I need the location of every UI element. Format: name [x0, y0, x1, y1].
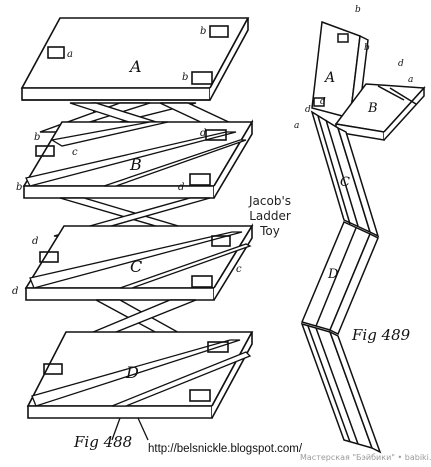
fig489-tag-d-1: d [398, 59, 404, 69]
tapes-below-d [111, 417, 149, 441]
tag-c: c [72, 147, 78, 158]
fig489-tag-b-1: b [355, 5, 361, 15]
board-c: C d c d [12, 223, 254, 301]
board-d-label: D [125, 363, 139, 382]
fig489-tag-a-1: a [408, 75, 413, 85]
fig489-tag-d-2: d [320, 97, 326, 107]
fig489-tag-a-2: a [294, 121, 299, 131]
title-line-3: Toy [259, 224, 280, 238]
tape-slot-d-front [189, 173, 211, 186]
tape-slot-c-front [191, 275, 213, 288]
tape-slot-d-front2 [189, 389, 211, 402]
tapes-c-d [73, 299, 197, 341]
title-block: Jacob's Ladder Toy [248, 194, 291, 238]
title-line-2: Ladder [249, 209, 291, 223]
tag-b-3: b [34, 132, 40, 143]
board-c-label: C [130, 257, 142, 276]
fig488-caption: Fig 488 [73, 433, 132, 451]
tape-slot-b-front [191, 71, 213, 85]
tag-b-4: b [16, 182, 22, 193]
fig488-exploded-view: A a b b B b c b d d [12, 17, 254, 451]
fig489-tag-b-2: b [364, 43, 370, 53]
board-d: D [26, 331, 254, 419]
tape-slot-d-top2 [207, 341, 229, 353]
tag-c-2: c [236, 264, 242, 275]
fig489-board-d: D [300, 220, 379, 336]
title-line-1: Jacob's [248, 194, 291, 208]
fig489-label-a: A [323, 70, 335, 86]
tape-slot-b-top [209, 25, 229, 38]
watermark: Мастерская "Бэйбики" • babiki.ru [300, 453, 431, 462]
tape-slot-d-top [205, 129, 227, 141]
board-a-label: A [128, 57, 142, 76]
fig489-caption: Fig 489 [351, 326, 411, 344]
tape-slot-c-top [211, 235, 231, 247]
tape-slot-c-left [39, 251, 59, 263]
tag-d-2: d [178, 182, 184, 193]
tag-d-3: d [32, 236, 38, 247]
tag-d-1: d [200, 128, 206, 139]
tag-d-4: d [12, 286, 18, 297]
source-url: http://belsnickle.blogspot.com/ [148, 443, 303, 455]
fig489-board-b: B [334, 83, 426, 141]
tag-b-2: b [182, 72, 188, 83]
fig489-board-e [300, 322, 382, 454]
tag-a: a [67, 49, 73, 60]
fig489-label-b: B [367, 101, 378, 116]
board-b-label: B [129, 155, 142, 174]
fig489-board-c: C [310, 110, 380, 238]
tape-slot-b-left [35, 145, 55, 157]
tape-slot-d-left [43, 363, 63, 375]
tape-slot-a [47, 46, 65, 59]
board-b: B b c b d d [16, 119, 254, 199]
fig489-tag-d-3: d [305, 105, 311, 115]
fig489-zigzag-view: A B C D [294, 5, 426, 454]
tag-b-1: b [200, 26, 206, 37]
fig489-label-d: D [327, 267, 339, 282]
board-a: A a b b [20, 17, 250, 101]
fig489-label-c: C [340, 175, 350, 190]
